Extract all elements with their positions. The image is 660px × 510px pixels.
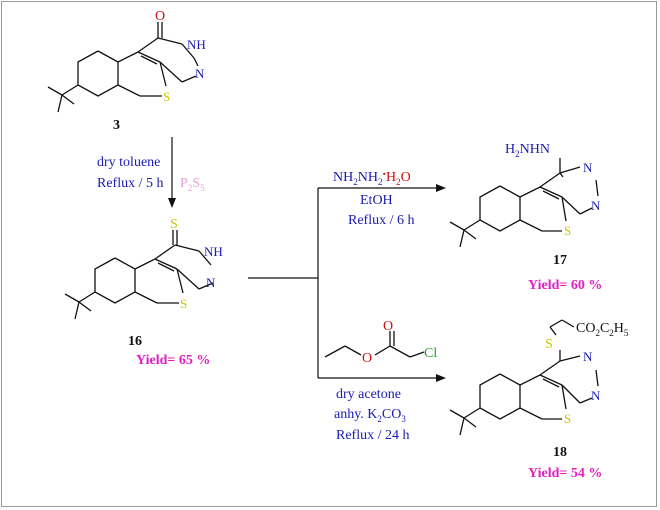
compound-18-linker-sulfur-atom: S xyxy=(545,337,553,352)
compound-16-label: 16 xyxy=(128,334,142,349)
compound-18-yield: Yield= 54 % xyxy=(528,466,602,481)
ethyl-chloroacetate-structure xyxy=(324,331,425,358)
step-2a-arrowhead xyxy=(436,184,446,192)
step-2a-solvent: EtOH xyxy=(360,193,393,208)
compound-16-n-atom: N xyxy=(206,275,216,290)
compound-18-n1-atom: N xyxy=(583,349,593,364)
compound-17-label: 17 xyxy=(553,253,567,268)
compound-16-sulfur-atom: S xyxy=(180,296,187,311)
compound-17-hydrazinyl-group: H2NHN xyxy=(505,142,550,159)
compound-18-structure xyxy=(449,319,599,436)
step-2b-arrowhead xyxy=(436,374,446,382)
compound-3-oxygen-atom: O xyxy=(155,9,165,24)
compound-3-label: 3 xyxy=(113,118,120,133)
compound-16-nh-atom: NH xyxy=(204,244,223,259)
compound-3-nh-atom: NH xyxy=(187,37,206,52)
step-1-conditions: Reflux / 5 h xyxy=(97,176,164,191)
step-2a-reagent: NH2NH2.H2O xyxy=(333,164,411,187)
compound-17-yield: Yield= 60 % xyxy=(528,278,602,293)
compound-17-sulfur-atom: S xyxy=(564,223,571,238)
compound-3-structure xyxy=(47,22,199,113)
compound-18-sulfur-atom: S xyxy=(564,411,571,426)
reagent-ester-oxygen-atom: O xyxy=(362,351,372,366)
step-2a-conditions: Reflux / 6 h xyxy=(348,213,415,228)
step-1-arrowhead xyxy=(168,198,176,208)
compound-17-n1-atom: N xyxy=(583,160,593,175)
compound-17-n2-atom: N xyxy=(591,198,601,213)
compound-3-n-atom: N xyxy=(195,66,205,81)
reagent-chlorine-atom: Cl xyxy=(424,346,437,361)
step-2b-conditions: Reflux / 24 h xyxy=(336,428,410,443)
compound-17-structure xyxy=(449,158,599,248)
compound-16-structure xyxy=(64,230,214,320)
compound-16-exo-sulfur-atom: S xyxy=(170,217,178,232)
step-1-solvent: dry toluene xyxy=(97,155,160,170)
compound-16-yield: Yield= 65 % xyxy=(136,353,210,368)
compound-18-ester-group: CO2C2H5 xyxy=(576,321,629,338)
step-2b-solvent: dry acetone xyxy=(336,387,401,402)
compound-18-n2-atom: N xyxy=(591,388,601,403)
step-2b-base: anhy. K2CO3 xyxy=(334,407,406,424)
reagent-carbonyl-oxygen-atom: O xyxy=(383,319,393,334)
step-1-reagent: P2S5 xyxy=(180,176,205,193)
compound-18-label: 18 xyxy=(553,445,567,460)
compound-3-sulfur-atom: S xyxy=(163,89,170,104)
